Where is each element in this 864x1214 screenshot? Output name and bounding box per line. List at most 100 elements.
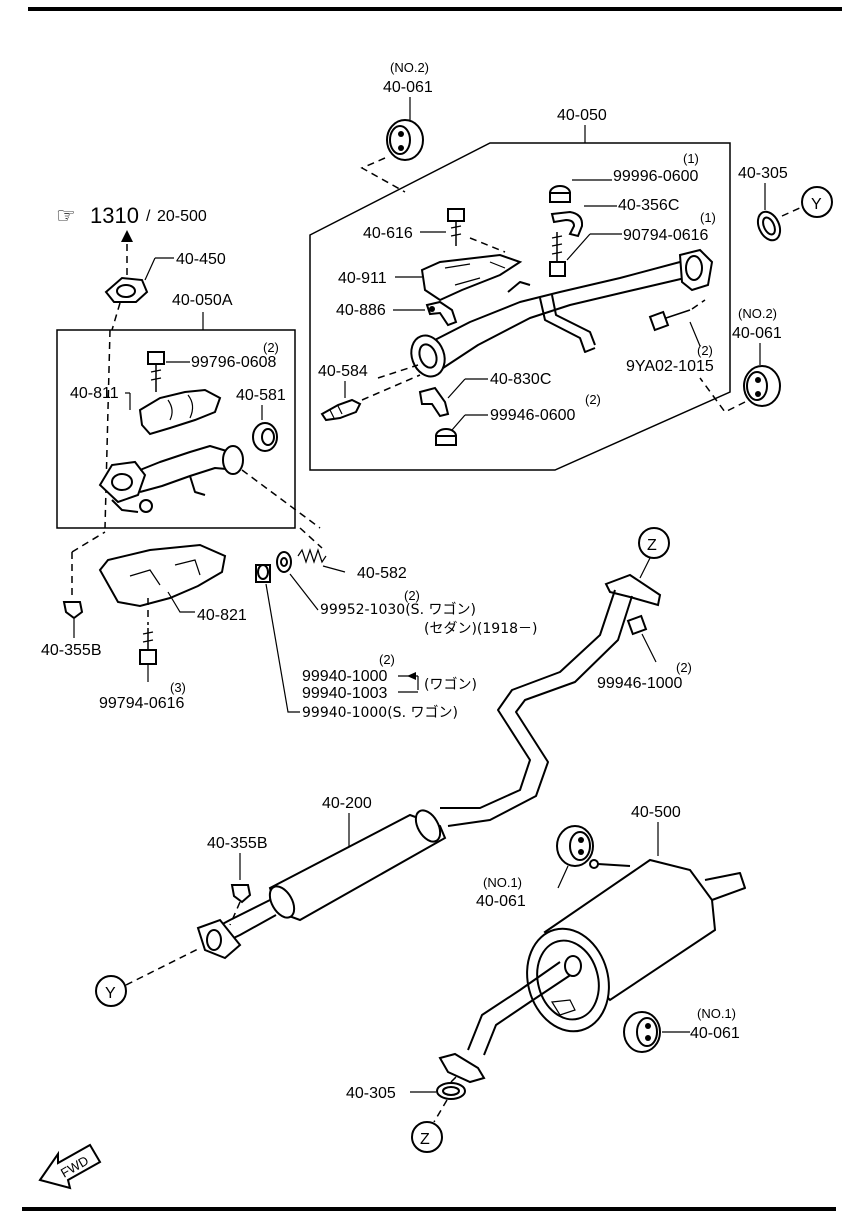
label-40-061-no1-b-qualifier: (NO.1) bbox=[697, 1006, 736, 1021]
reference-page-number[interactable]: 20-500 bbox=[157, 208, 207, 225]
center-pipe bbox=[440, 573, 662, 827]
label-40-061-no2-top[interactable]: 40-061 bbox=[383, 79, 433, 96]
rubber-insulator-icon bbox=[62, 601, 84, 620]
label-40-305-top[interactable]: 40-305 bbox=[738, 165, 788, 182]
heat-shield-icon bbox=[138, 388, 222, 436]
rubber-mount-icon bbox=[743, 365, 781, 407]
label-90794-quantity: (1) bbox=[700, 210, 716, 225]
callout-z-bottom-letter: Z bbox=[420, 1131, 430, 1148]
main-muffler bbox=[438, 858, 746, 1084]
label-99996-quantity: (1) bbox=[683, 151, 699, 166]
reference-slash: / bbox=[146, 208, 151, 225]
label-40-500[interactable]: 40-500 bbox=[631, 804, 681, 821]
label-99796-0608[interactable]: 99796-0608 bbox=[191, 354, 277, 371]
label-40-061-no1-a-qualifier: (NO.1) bbox=[483, 875, 522, 890]
gasket-ring-icon bbox=[756, 210, 782, 242]
rubber-mount-icon bbox=[623, 1011, 661, 1053]
gasket-ring-icon bbox=[252, 422, 278, 452]
callout-y-bottom-letter: Y bbox=[105, 985, 116, 1002]
reference-section-number[interactable]: 1310 bbox=[90, 203, 139, 228]
label-99946-0600[interactable]: 99946-0600 bbox=[490, 407, 576, 424]
label-99940-quantity: (2) bbox=[379, 652, 395, 667]
label-40-200[interactable]: 40-200 bbox=[322, 795, 372, 812]
bracket-icon bbox=[425, 300, 458, 327]
label-99796-quantity: (2) bbox=[263, 340, 279, 355]
label-40-061-no2-right-qualifier: (NO.2) bbox=[738, 306, 777, 321]
label-40-061-no2-right[interactable]: 40-061 bbox=[732, 325, 782, 342]
label-40-584[interactable]: 40-584 bbox=[318, 363, 368, 380]
label-40-830c[interactable]: 40-830C bbox=[490, 371, 551, 388]
label-99946-0600-quantity: (2) bbox=[585, 392, 601, 407]
label-40-061-no1-a[interactable]: 40-061 bbox=[476, 893, 526, 910]
label-99952-quantity: (2) bbox=[404, 588, 420, 603]
label-40-355b-mid[interactable]: 40-355B bbox=[207, 835, 268, 852]
label-99794-0616[interactable]: 99794-0616 bbox=[99, 695, 185, 712]
label-40-581[interactable]: 40-581 bbox=[236, 387, 286, 404]
label-40-305-bottom[interactable]: 40-305 bbox=[346, 1085, 396, 1102]
label-40-355b-left[interactable]: 40-355B bbox=[41, 642, 102, 659]
label-40-050a[interactable]: 40-050A bbox=[172, 292, 233, 309]
rubber-insulator-icon bbox=[230, 884, 252, 904]
heat-shield-icon bbox=[420, 253, 523, 302]
label-90794-0616[interactable]: 90794-0616 bbox=[623, 227, 709, 244]
rubber-mount-icon bbox=[386, 119, 424, 161]
label-9ya02-quantity: (2) bbox=[697, 343, 713, 358]
label-99940-1003[interactable]: 99940-1003 bbox=[302, 685, 388, 702]
label-40-616[interactable]: 40-616 bbox=[363, 225, 413, 242]
flange-gasket-icon bbox=[104, 276, 149, 303]
label-99940-wagon-note: (ワゴン) bbox=[424, 676, 477, 693]
label-99952-1030[interactable]: 99952-1030(S. ワゴン) bbox=[320, 601, 476, 618]
label-40-050[interactable]: 40-050 bbox=[557, 107, 607, 124]
callout-y-bottom bbox=[95, 975, 127, 1007]
front-pipe-assembly bbox=[410, 248, 714, 378]
gasket-ring-icon bbox=[436, 1082, 466, 1100]
label-40-356c[interactable]: 40-356C bbox=[618, 197, 679, 214]
callout-z-top bbox=[638, 527, 670, 559]
label-99794-quantity: (3) bbox=[170, 680, 186, 695]
label-99952-note: (セダン)(1918－) bbox=[424, 621, 537, 637]
clamp-bracket-icon bbox=[418, 386, 450, 418]
label-40-582[interactable]: 40-582 bbox=[357, 565, 407, 582]
stud-bolt-icon bbox=[549, 232, 566, 277]
insulator-icon bbox=[98, 543, 227, 608]
forward-direction-arrow: FWD bbox=[38, 1143, 102, 1190]
label-40-061-no2-top-qualifier: (NO.2) bbox=[390, 60, 429, 75]
label-40-811[interactable]: 40-811 bbox=[70, 385, 119, 402]
label-99946-1000-quantity: (2) bbox=[676, 660, 692, 675]
pointer-arrow-icon bbox=[407, 672, 416, 680]
nut-icon bbox=[255, 564, 271, 583]
label-9ya02-1015[interactable]: 9YA02-1015 bbox=[626, 358, 714, 375]
rubber-mount-icon bbox=[556, 825, 594, 867]
resonator-pipe bbox=[196, 809, 447, 960]
bolt-icon bbox=[147, 351, 165, 392]
label-99940-1000[interactable]: 99940-1000 bbox=[302, 668, 388, 685]
assembly-box-40-050a bbox=[56, 329, 296, 529]
bolt-icon bbox=[447, 208, 465, 246]
stud-bolt-icon bbox=[139, 628, 157, 665]
label-40-061-no1-b[interactable]: 40-061 bbox=[690, 1025, 740, 1042]
label-40-450[interactable]: 40-450 bbox=[176, 251, 226, 268]
assembly-box-40-050 bbox=[309, 142, 731, 471]
exhaust-manifold-pipe bbox=[98, 445, 244, 513]
label-40-911[interactable]: 40-911 bbox=[338, 270, 387, 287]
nut-icon bbox=[435, 428, 457, 446]
callout-z-top-letter: Z bbox=[647, 537, 657, 554]
callout-z-bottom bbox=[411, 1121, 443, 1153]
label-99946-1000[interactable]: 99946-1000 bbox=[597, 675, 683, 692]
spring-icon bbox=[297, 548, 327, 564]
label-40-821[interactable]: 40-821 bbox=[197, 607, 247, 624]
callout-y-top bbox=[801, 186, 833, 218]
label-99996-0600[interactable]: 99996-0600 bbox=[613, 168, 699, 185]
nut-icon bbox=[549, 185, 571, 203]
nut-icon bbox=[626, 614, 648, 636]
label-40-886[interactable]: 40-886 bbox=[336, 302, 386, 319]
reference-arrow-icon: ☞ bbox=[56, 203, 76, 228]
oxygen-sensor-icon bbox=[320, 398, 362, 422]
label-99940-1000-s-wagon[interactable]: 99940-1000(S. ワゴン) bbox=[302, 704, 458, 721]
bolt-icon bbox=[648, 309, 691, 332]
callout-y-top-letter: Y bbox=[811, 196, 822, 213]
up-arrow-icon bbox=[121, 230, 133, 242]
washer-icon bbox=[276, 551, 292, 573]
clamp-icon bbox=[550, 210, 584, 238]
